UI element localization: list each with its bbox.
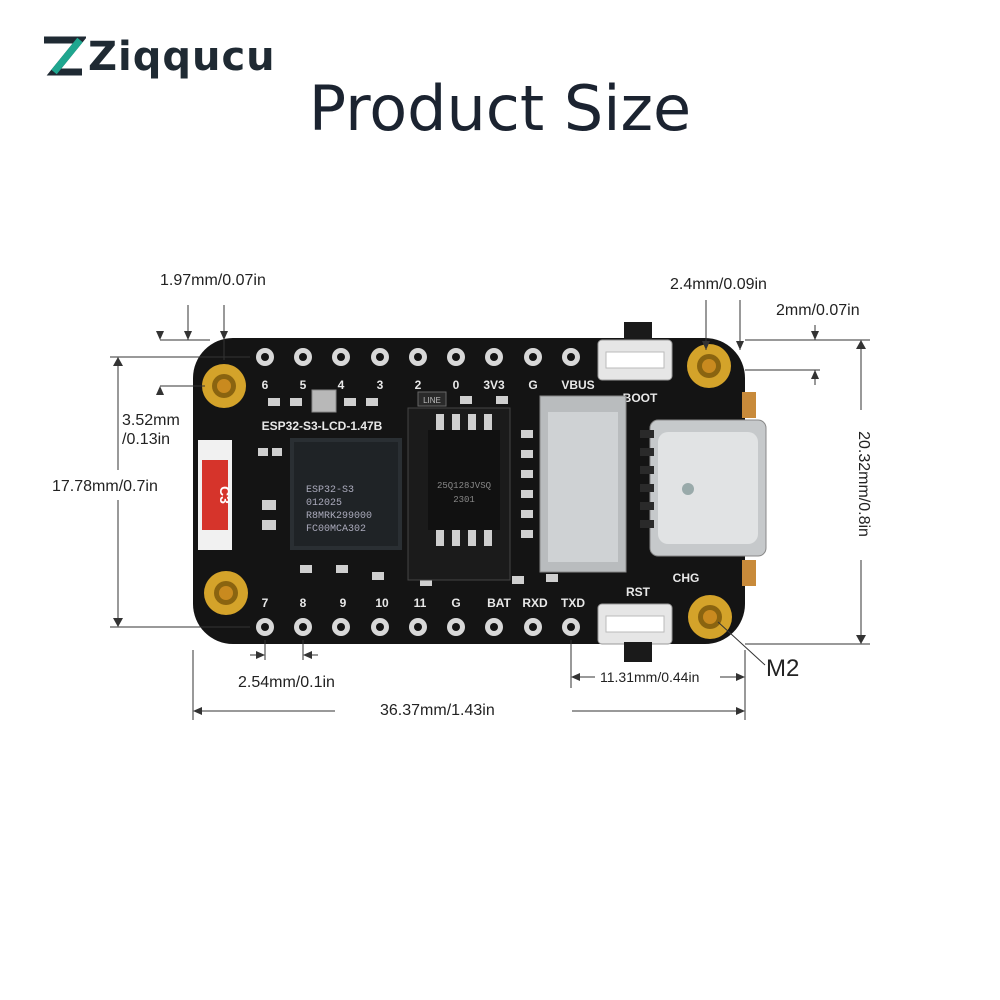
mount-hole-top-left xyxy=(202,364,246,408)
top-pin-label: VBUS xyxy=(561,378,594,392)
bottom-pin-label: TXD xyxy=(561,596,585,610)
dim-usb-offset: 11.31mm/0.44in xyxy=(600,669,700,685)
top-pin-label: 3V3 xyxy=(483,378,505,392)
top-pin-label: 4 xyxy=(338,378,345,392)
mount-hole-top-right xyxy=(687,344,731,388)
chip-line: R8MRK299000 xyxy=(306,511,372,522)
flash-line: 25Q128JVSQ xyxy=(437,481,491,491)
reset-button-plunger xyxy=(624,642,652,662)
dim-board-length: 36.37mm/1.43in xyxy=(380,702,495,719)
dim-pin-pitch: 2.54mm/0.1in xyxy=(238,674,335,691)
brand-name: Ziqqucu xyxy=(88,34,276,80)
mount-hole-bottom-right xyxy=(688,595,732,639)
chip-line: 012025 xyxy=(306,498,342,509)
brand-z-icon xyxy=(44,36,86,76)
cap-label: C3 xyxy=(217,486,233,504)
top-pin-label: G xyxy=(528,378,537,392)
sd-card-slot xyxy=(539,395,627,573)
bottom-pin-label: 7 xyxy=(262,596,269,610)
dim-board-height: 20.32mm/0.8in xyxy=(854,384,872,584)
flash-line: 2301 xyxy=(453,495,475,505)
top-pin-label: 3 xyxy=(377,378,384,392)
boot-button-plunger xyxy=(624,322,652,342)
model-label: ESP32-S3-LCD-1.47B xyxy=(262,419,383,433)
line-label: LINE xyxy=(423,396,441,405)
dim-screw-label: M2 xyxy=(766,655,800,682)
dim-hole-inset-text: 3.52mm /0.13in xyxy=(122,412,180,448)
brand-logo: Ziqqucu xyxy=(40,34,276,80)
flash-chip: 25Q128JVSQ 2301 xyxy=(407,407,511,581)
top-pin-label: 5 xyxy=(300,378,307,392)
bottom-pin-label: 11 xyxy=(414,596,427,610)
dim-board-height-text: 20.32mm/0.8in xyxy=(855,431,872,537)
dim-hole-spacing-vertical: 17.78mm/0.7in xyxy=(52,478,158,495)
bottom-pin-label: RXD xyxy=(522,596,548,610)
reset-label: RST xyxy=(626,585,651,599)
bottom-pin-label: 8 xyxy=(300,596,307,610)
dim-pin-pad-offset: 1.97mm/0.07in xyxy=(160,272,266,289)
crystal xyxy=(311,389,337,413)
chip-line: ESP32-S3 xyxy=(306,485,354,496)
top-pin-label: 6 xyxy=(262,378,269,392)
mount-hole-bottom-left xyxy=(204,571,248,615)
page-title: Product Size xyxy=(308,72,692,145)
charge-label: CHG xyxy=(673,571,700,585)
c3-capacitor: C3 xyxy=(198,440,233,550)
top-pin-label: 0 xyxy=(453,378,460,392)
bottom-pin-label: 10 xyxy=(375,596,389,610)
bottom-pin-label: 9 xyxy=(340,596,347,610)
dim-hole-inset: 3.52mm /0.13in xyxy=(122,411,180,449)
boot-label: BOOT xyxy=(623,391,658,405)
dim-hole-edge: 2mm/0.07in xyxy=(776,302,860,319)
top-pin-label: 2 xyxy=(415,378,422,392)
usb-c-port xyxy=(640,419,767,557)
dim-hole-diameter: 2.4mm/0.09in xyxy=(670,276,767,293)
chip-line: FC00MCA302 xyxy=(306,524,366,535)
bottom-pin-label: BAT xyxy=(487,596,511,610)
bottom-pin-label: G xyxy=(451,596,460,610)
esp32-chip: ESP32-S3 012025 R8MRK299000 FC00MCA302 xyxy=(290,438,402,550)
